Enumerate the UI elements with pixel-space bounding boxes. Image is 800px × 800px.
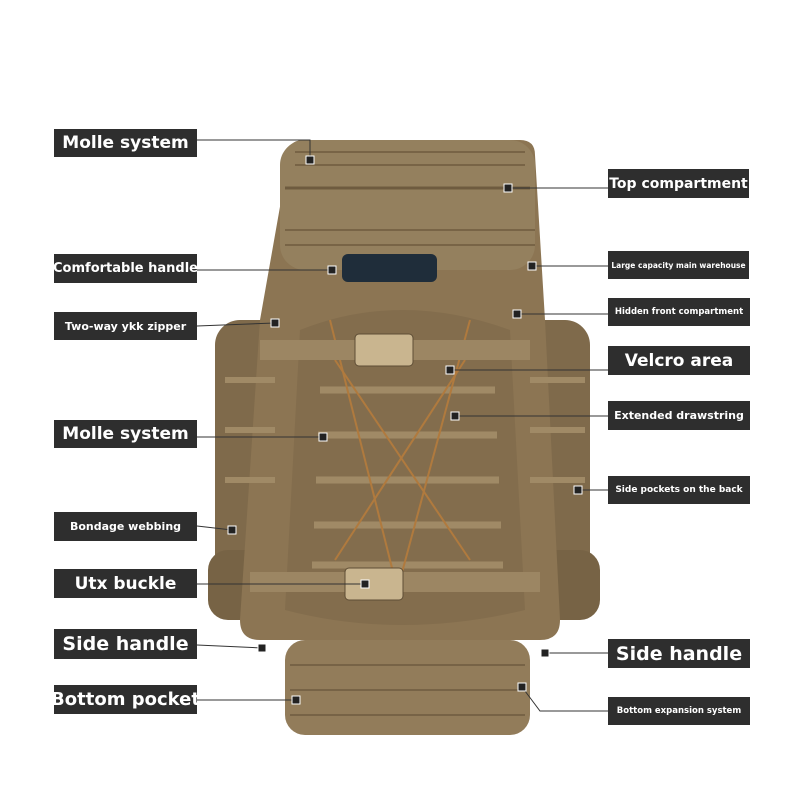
callout-marker (327, 265, 337, 275)
callout-marker (540, 648, 550, 658)
label-side-handle-left: Side handle (54, 629, 197, 659)
callout-lines (196, 139, 608, 712)
label-side-pockets-back: Side pockets on the back (608, 476, 750, 504)
callout-marker (360, 579, 370, 589)
label-velcro-area: Velcro area (608, 346, 750, 375)
label-comfortable-handle: Comfortable handle (53, 254, 198, 283)
callout-markers (227, 155, 583, 705)
label-molle-system-front: Molle system (54, 420, 197, 448)
label-bottom-expansion: Bottom expansion system (608, 697, 750, 725)
label-bondage-webbing: Bondage webbing (54, 512, 197, 541)
label-bottom-pocket: Bottom pocket (51, 685, 200, 714)
callout-line (196, 644, 263, 649)
label-molle-system-top: Molle system (54, 129, 197, 157)
label-large-capacity: Large capacity main warehouse (608, 251, 749, 279)
callout-marker (227, 525, 237, 535)
backpack-body (208, 140, 600, 735)
callout-marker (573, 485, 583, 495)
label-extended-drawstring: Extended drawstring (608, 401, 750, 430)
callout-marker (445, 365, 455, 375)
callout-marker (517, 682, 527, 692)
callout-line (521, 686, 608, 712)
label-top-compartment: Top compartment (608, 169, 749, 198)
label-two-way-zipper: Two-way ykk zipper (54, 312, 197, 340)
callout-marker (512, 309, 522, 319)
handle-shape (342, 254, 437, 282)
callout-line (196, 525, 233, 531)
label-utx-buckle: Utx buckle (54, 569, 197, 598)
callout-marker (270, 318, 280, 328)
callout-marker (503, 183, 513, 193)
callout-marker (291, 695, 301, 705)
callout-marker (305, 155, 315, 165)
callout-marker (527, 261, 537, 271)
callout-marker (257, 643, 267, 653)
callout-line (196, 322, 276, 327)
label-side-handle-right: Side handle (608, 639, 750, 668)
callout-marker (450, 411, 460, 421)
callout-marker (318, 432, 328, 442)
callout-line (197, 139, 311, 160)
label-hidden-front-compartment: Hidden front compartment (608, 298, 750, 326)
